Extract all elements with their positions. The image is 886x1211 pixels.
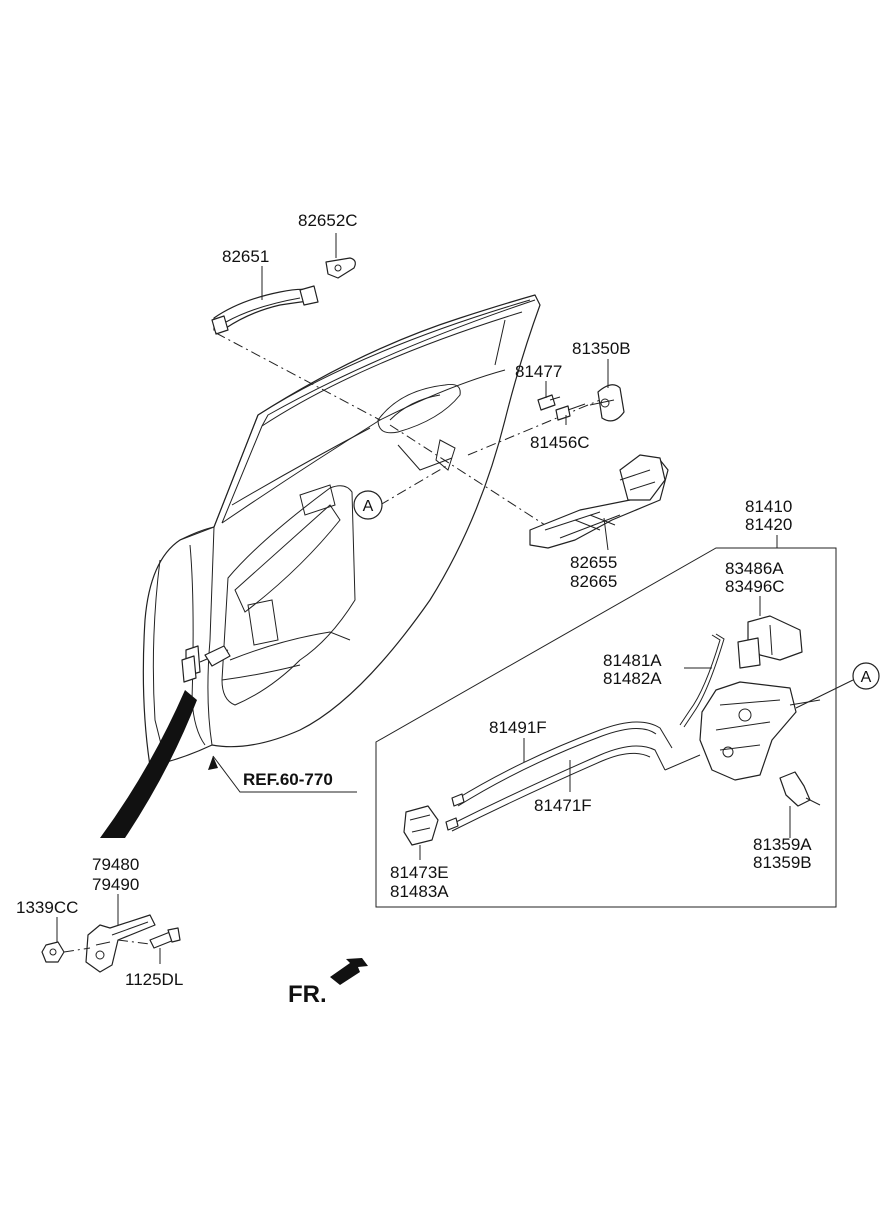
label-81483a: 81483A [390, 882, 449, 901]
label-79480: 79480 [92, 855, 139, 874]
label-82652c: 82652C [298, 211, 358, 230]
handle-bracket [529, 454, 669, 549]
label-81359a: 81359A [753, 835, 812, 854]
handle-cap [325, 257, 356, 279]
label-81482a: 81482A [603, 669, 662, 688]
callout-a-door-letter: A [363, 498, 374, 515]
detail-box [375, 547, 837, 908]
label-79490: 79490 [92, 875, 139, 894]
ref-label: REF.60-770 [243, 770, 333, 789]
label-81420: 81420 [745, 515, 792, 534]
front-direction-label: FR. [288, 981, 327, 1008]
label-1125dl: 1125DL [125, 970, 183, 989]
bolt-1125dl [149, 927, 181, 949]
inside-handle [403, 805, 439, 846]
door-striker-base [589, 384, 625, 422]
label-81471f: 81471F [534, 796, 592, 815]
door-check-strap [85, 914, 156, 973]
label-82665: 82665 [570, 572, 617, 591]
actuator-cover [737, 615, 803, 669]
door-switch [779, 771, 821, 807]
label-82655: 82655 [570, 553, 617, 572]
outside-door-handle [211, 285, 319, 335]
label-83496c: 83496C [725, 577, 785, 596]
label-81359b: 81359B [753, 853, 812, 872]
bolt-81477 [537, 394, 561, 411]
lock-rod [679, 634, 721, 726]
label-1339cc: 1339CC [16, 898, 78, 917]
front-direction-arrow [330, 958, 368, 985]
label-83486a: 83486A [725, 559, 784, 578]
rear-door-panel [142, 294, 541, 767]
callout-a-door [353, 490, 383, 520]
callout-a-detail [852, 662, 880, 690]
lock-cable [449, 745, 666, 826]
inside-handle-cable [454, 721, 673, 801]
ref-arrowhead [208, 756, 218, 770]
screw-81456c [555, 403, 586, 421]
label-82651: 82651 [222, 247, 269, 266]
callout-a-detail-letter: A [861, 669, 872, 686]
label-81456c: 81456C [530, 433, 590, 452]
label-81410: 81410 [745, 497, 792, 516]
door-latch-assembly [699, 681, 821, 781]
nut-1339cc [41, 941, 65, 963]
detail-pointer-arrow [100, 690, 197, 838]
label-81481a: 81481A [603, 651, 662, 670]
label-81350b: 81350B [572, 339, 631, 358]
label-81473e: 81473E [390, 863, 449, 882]
label-81491f: 81491F [489, 718, 547, 737]
label-81477: 81477 [515, 362, 562, 381]
leader-lines [56, 233, 791, 964]
